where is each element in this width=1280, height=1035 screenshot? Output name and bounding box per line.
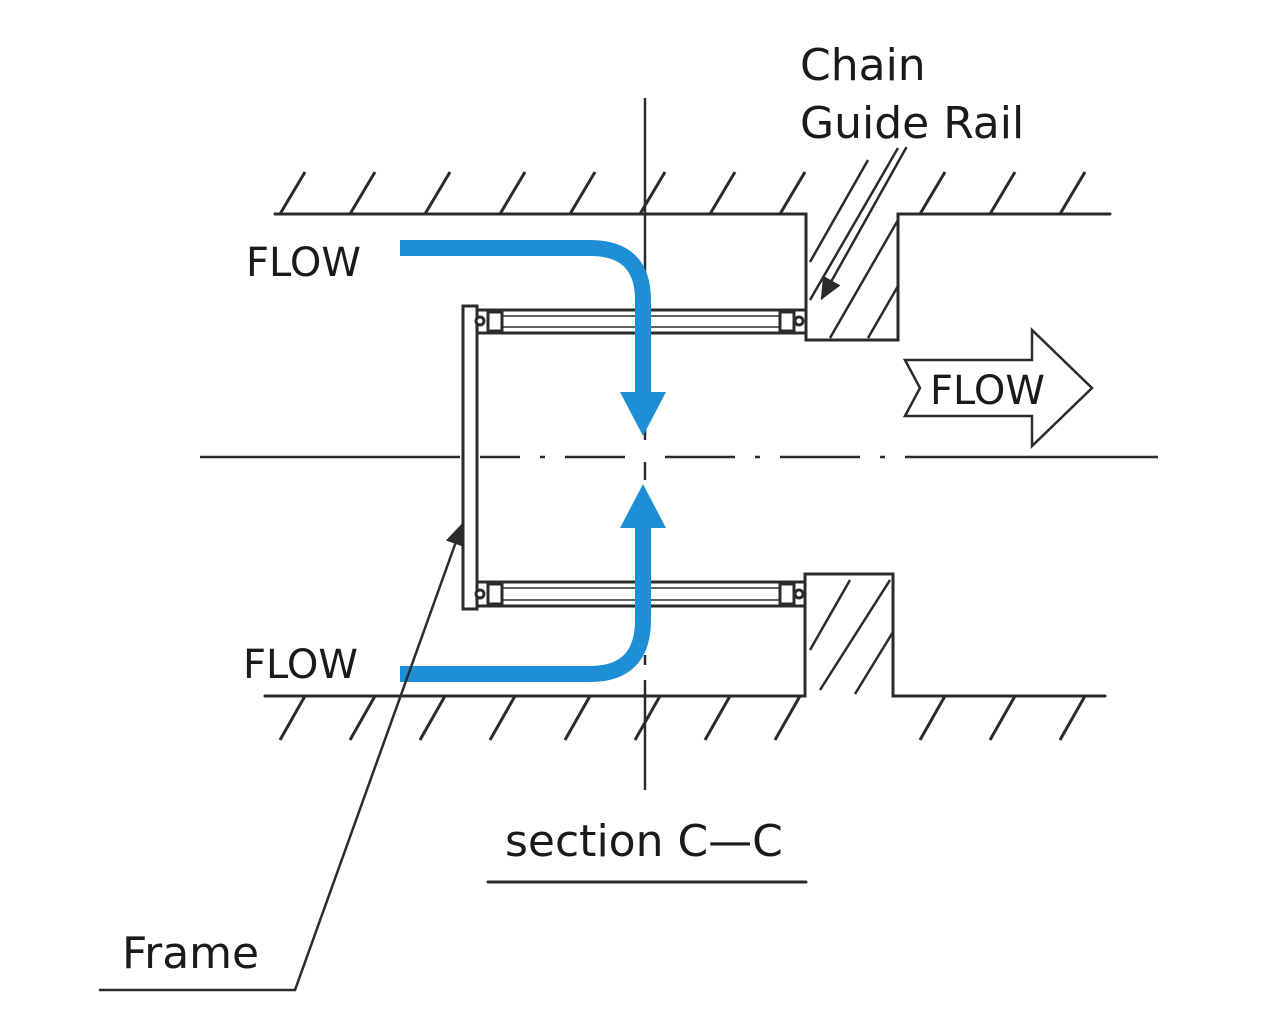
top-wall [273, 147, 1112, 342]
chain-guide-rail-hatching [808, 147, 900, 339]
flow-right-label: FLOW [930, 368, 1045, 414]
frame-label: Frame [122, 928, 259, 979]
flow-arrows [400, 240, 666, 682]
frame-leader [98, 522, 465, 992]
bottom-wall [263, 572, 1107, 741]
flow-arrow-bottom-head [620, 484, 666, 528]
centerlines [200, 98, 1158, 790]
flow-arrow-top [400, 240, 651, 398]
flow-outline-arrow [902, 327, 1094, 449]
chain-guide-rail-leader [820, 146, 908, 301]
chain-guide-rail-label-line2: Guide Rail [800, 98, 1024, 149]
flow-arrow-top-head [620, 392, 666, 436]
flow-arrow-bottom [400, 522, 651, 682]
top-wall-hatching [278, 171, 1087, 215]
leader-lines [98, 146, 908, 992]
bottom-rail-hatching [808, 579, 895, 695]
flow-top-label: FLOW [246, 240, 361, 286]
chain-guide-rail-label-line1: Chain [800, 40, 926, 91]
bottom-wall-hatching [278, 695, 1087, 741]
section-label: section C—C [505, 816, 783, 867]
flow-bottom-label: FLOW [243, 642, 358, 688]
